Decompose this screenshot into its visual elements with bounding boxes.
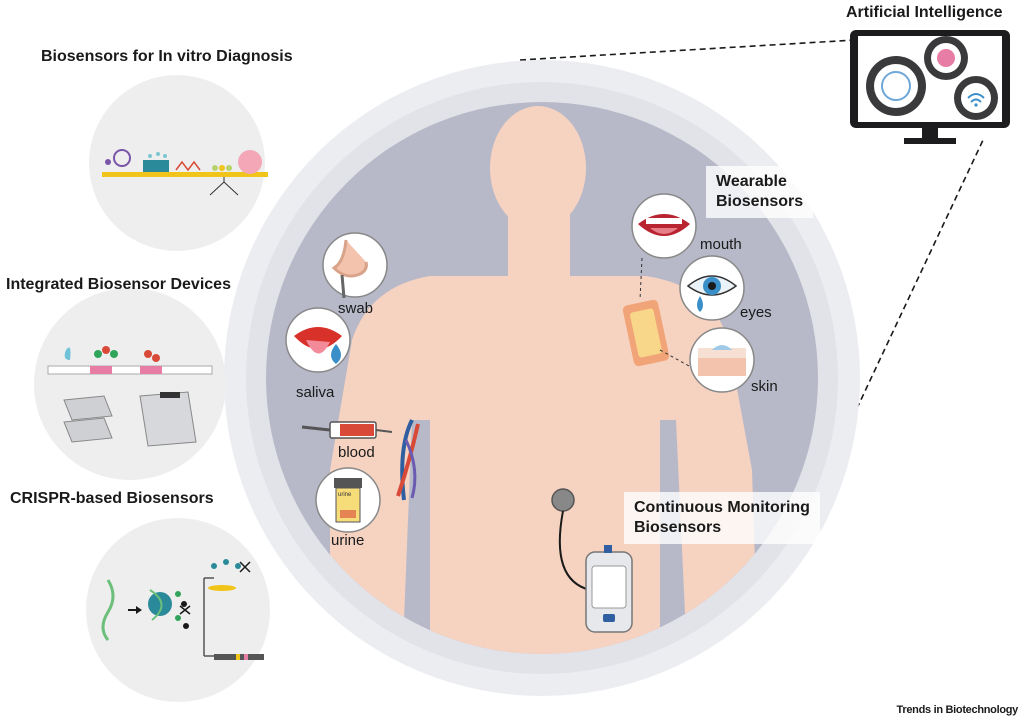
patch-icon bbox=[622, 257, 701, 373]
urine-label: urine bbox=[331, 532, 365, 549]
in-vitro-circle bbox=[89, 75, 265, 251]
human-body bbox=[330, 106, 760, 654]
eyes-label: eyes bbox=[740, 304, 772, 321]
skin-icon bbox=[689, 327, 755, 393]
in-vitro-heading: Biosensors for In vitro Diagnosis bbox=[41, 48, 293, 65]
crispr-circle bbox=[86, 518, 270, 702]
dna-icon bbox=[101, 559, 264, 660]
ai-heading: Artificial Intelligence bbox=[846, 4, 1003, 21]
brain-gear-icon bbox=[866, 56, 926, 116]
eye-icon bbox=[679, 255, 745, 321]
continuous-heading-line2: Biosensors bbox=[634, 519, 722, 536]
syringe-icon bbox=[301, 421, 393, 439]
swab-icon bbox=[322, 232, 388, 299]
mouth-label: mouth bbox=[700, 236, 742, 253]
ai-monitor-icon bbox=[850, 30, 1010, 144]
ai-connector-top bbox=[519, 39, 856, 61]
urine-cup-icon bbox=[315, 467, 381, 533]
assay-strip-icon bbox=[102, 149, 268, 196]
urine-cup-text: urine bbox=[338, 492, 352, 498]
skin-label: skin bbox=[751, 378, 778, 395]
wearable-heading-line1: Wearable bbox=[716, 173, 787, 190]
wearable-heading-line2: Biosensors bbox=[716, 193, 804, 210]
scissors-icon bbox=[179, 561, 251, 615]
brain-pink-gear-icon bbox=[924, 36, 968, 80]
saliva-label: saliva bbox=[296, 384, 335, 401]
lips-icon bbox=[285, 307, 351, 373]
veins-icon bbox=[396, 419, 420, 501]
wearable-heading: Wearable Biosensors bbox=[706, 166, 814, 218]
lateral-flow-icon bbox=[47, 346, 213, 447]
credit-label: Trends in Biotechnology bbox=[896, 704, 1019, 716]
swab-label: swab bbox=[338, 300, 374, 317]
wifi-gear-icon bbox=[954, 76, 998, 120]
integrated-circle bbox=[34, 288, 226, 480]
mouth-icon bbox=[631, 193, 697, 259]
crispr-heading: CRISPR-based Biosensors bbox=[10, 490, 214, 507]
integrated-heading: Integrated Biosensor Devices bbox=[6, 276, 231, 293]
blood-label: blood bbox=[338, 444, 375, 461]
glucose-monitor-icon bbox=[551, 488, 633, 633]
continuous-heading: Continuous Monitoring Biosensors bbox=[624, 492, 820, 544]
continuous-heading-line1: Continuous Monitoring bbox=[634, 499, 810, 516]
